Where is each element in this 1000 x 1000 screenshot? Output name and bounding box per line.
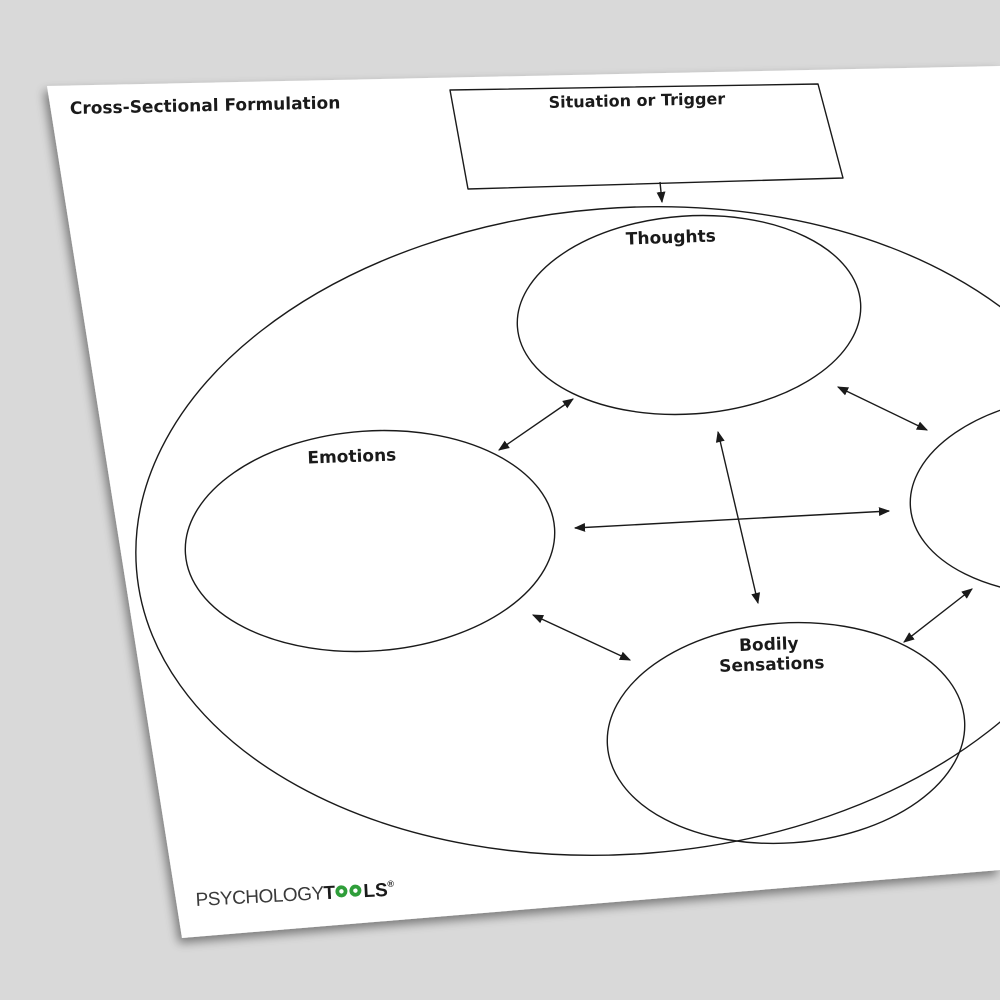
arrow-emotions-behaviours (573, 507, 891, 532)
worksheet-paper (47, 66, 1000, 938)
trigger-arrow (656, 181, 666, 204)
brand-word-tools-ls: LS (363, 880, 388, 902)
emotions-ellipse (184, 429, 556, 653)
arrow-thoughts-behaviours (836, 386, 929, 431)
bodily-sensations-label-line2: Sensations (719, 653, 825, 677)
arrow-emotions-bodily (531, 614, 632, 661)
brand-word-tools-t: T (323, 883, 336, 905)
thoughts-label: Thoughts (626, 226, 717, 249)
brand-registered: ® (387, 879, 395, 889)
arrow-bodily-behaviours (903, 588, 973, 643)
svg-text:LS®: LS® (363, 879, 395, 903)
brand-gear-icon (335, 884, 362, 898)
bodily-sensations-label-line1: Bodily (739, 634, 799, 656)
emotions-label: Emotions (307, 445, 397, 468)
behaviours-ellipse (909, 393, 1000, 597)
trigger-box-label: Situation or Trigger (548, 89, 725, 112)
outer-ellipse (135, 206, 1000, 856)
trigger-box (449, 83, 844, 190)
thoughts-ellipse (516, 214, 862, 416)
arrow-thoughts-emotions (498, 398, 574, 451)
bodily-sensations-ellipse (606, 621, 966, 845)
